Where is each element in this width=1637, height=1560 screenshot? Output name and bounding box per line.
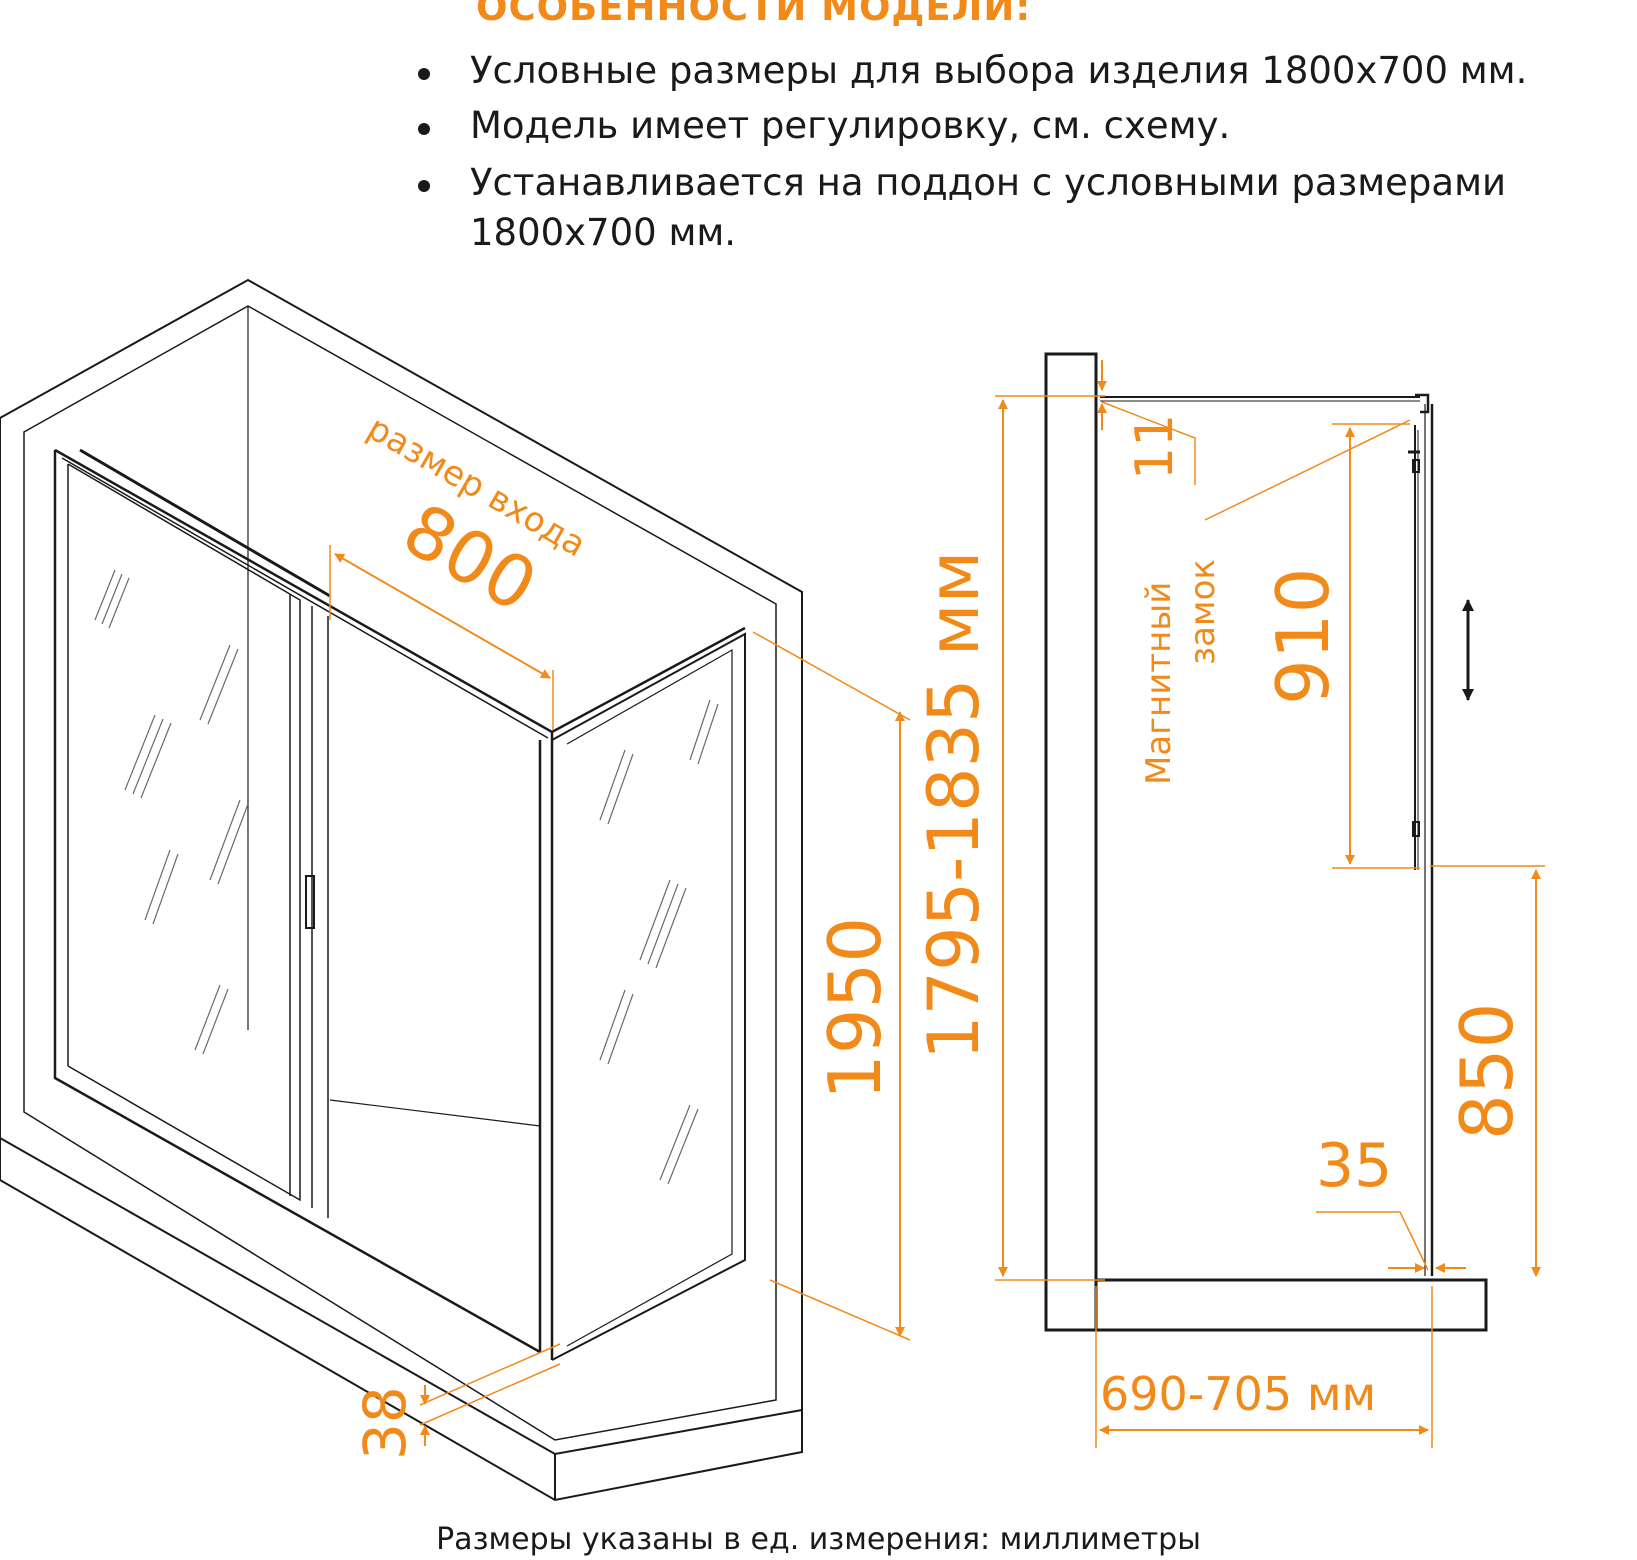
feature-item: Модель имеет регулировку, см. схему. [418, 101, 1633, 151]
feature-text: Модель имеет регулировку, см. схему. [470, 104, 1231, 147]
depth-690-705: 690-705 мм [1100, 1367, 1376, 1421]
corner-post [538, 732, 554, 1360]
side-view [1044, 352, 1488, 1332]
section-heading: ОСОБЕННОСТИ МОДЕЛИ: [476, 0, 1032, 29]
units-note: Размеры указаны в ед. измерения: миллиме… [436, 1522, 1201, 1557]
glass-hatch [94, 569, 719, 1185]
wall-inner [23, 305, 777, 1441]
feature-list: Условные размеры для выбора изделия 1800… [418, 46, 1633, 263]
bullet-icon [418, 68, 430, 80]
iso-dimensions: размер входа 800 1950 38 [329, 408, 911, 1460]
top-gap-11: 11 [1125, 414, 1185, 480]
lower-height-850: 850 [1445, 1003, 1529, 1140]
side-dimensions: 1795-1835 мм 11 Магнитный замок 910 850 … [913, 360, 1545, 1448]
magnet-strip [1412, 459, 1420, 473]
magnet-height-910: 910 [1261, 568, 1345, 705]
door-handle [305, 875, 315, 929]
height-1950: 1950 [813, 917, 897, 1100]
feature-item: Устанавливается на поддон с условными ра… [418, 158, 1633, 258]
feature-item: Условные размеры для выбора изделия 1800… [418, 46, 1633, 96]
height-1795-1835: 1795-1835 мм [913, 551, 995, 1060]
tray-section [1046, 1278, 1488, 1332]
sliding-door [67, 463, 301, 1202]
magnet-label-1: Магнитный [1139, 582, 1179, 785]
feature-text: Условные размеры для выбора изделия 1800… [470, 49, 1528, 92]
bullet-icon [418, 123, 430, 135]
top-fitting [1415, 393, 1430, 414]
wall-section [1044, 352, 1098, 1332]
isometric-view [0, 278, 803, 1502]
bottom-gap-38: 38 [351, 1386, 419, 1460]
side-panel [551, 632, 746, 1361]
bullet-icon [418, 180, 430, 192]
bottom-offset-35: 35 [1316, 1131, 1392, 1201]
feature-text: Устанавливается на поддон с условными ра… [470, 161, 1507, 254]
frame-left [53, 450, 541, 1354]
magnet-label-2: замок [1183, 559, 1223, 665]
